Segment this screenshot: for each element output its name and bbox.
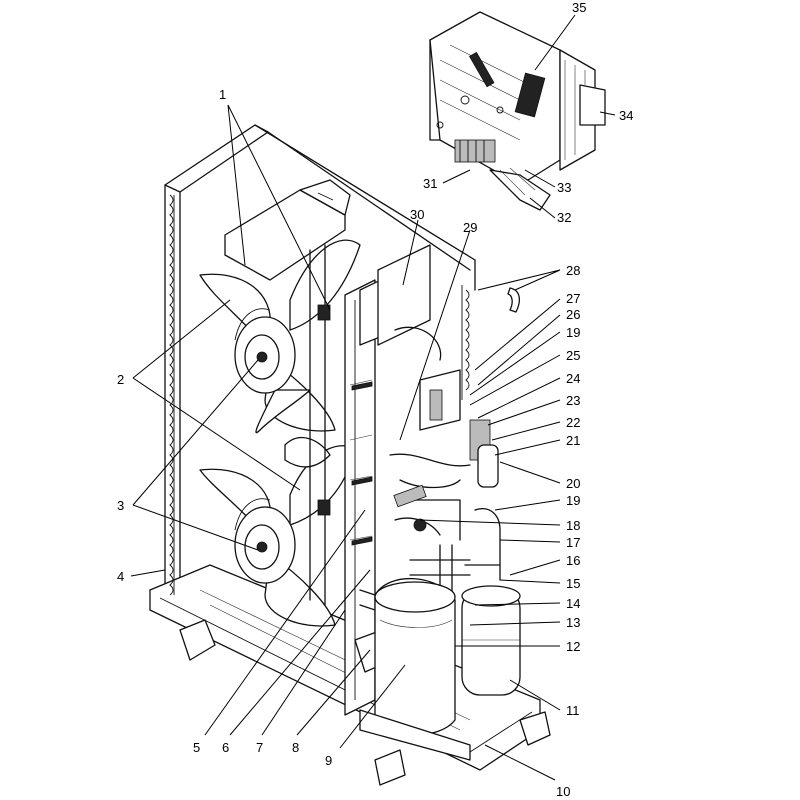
callout-10: 10 [556, 784, 570, 799]
terminal-block [454, 139, 496, 163]
callout-7: 7 [256, 740, 263, 755]
fan-motor-lower [317, 499, 331, 516]
small-hose-part [507, 287, 521, 313]
callout-2: 2 [117, 372, 124, 387]
callout-15: 15 [566, 576, 580, 591]
callout-31: 31 [423, 176, 437, 191]
callout-8: 8 [292, 740, 299, 755]
control-box-assembly [429, 11, 606, 211]
transformer-block [514, 72, 546, 118]
callout-12: 12 [566, 639, 580, 654]
callout-9: 9 [325, 753, 332, 768]
callout-14: 14 [566, 596, 580, 611]
callout-27: 27 [566, 291, 580, 306]
refrigerant-piping [359, 244, 501, 640]
callout-labels: 1 2 3 4 5 6 7 8 9 10 11 12 13 14 15 16 1… [117, 0, 633, 799]
callout-3: 3 [117, 498, 124, 513]
callout-19-lower: 19 [566, 493, 580, 508]
callout-20: 20 [566, 476, 580, 491]
foot-front [374, 749, 406, 786]
callout-35: 35 [572, 0, 586, 15]
callout-1: 1 [219, 87, 226, 102]
condenser-coil [169, 194, 470, 596]
callout-29: 29 [463, 220, 477, 235]
foot-right [519, 711, 551, 746]
foot-left [179, 619, 216, 661]
callout-25: 25 [566, 348, 580, 363]
callout-28: 28 [566, 263, 580, 278]
accumulator [461, 585, 521, 696]
callout-13: 13 [566, 615, 580, 630]
callout-22: 22 [566, 415, 580, 430]
callout-16: 16 [566, 553, 580, 568]
callout-21: 21 [566, 433, 580, 448]
callout-26: 26 [566, 307, 580, 322]
callout-17: 17 [566, 535, 580, 550]
callout-34: 34 [619, 108, 633, 123]
callout-30: 30 [410, 207, 424, 222]
lower-fan-propeller [199, 436, 356, 627]
callout-5: 5 [193, 740, 200, 755]
accumulator-small [477, 444, 499, 488]
callout-19-upper: 19 [566, 325, 580, 340]
callout-4: 4 [117, 569, 124, 584]
callout-32: 32 [557, 210, 571, 225]
callout-33: 33 [557, 180, 571, 195]
callout-11: 11 [566, 703, 580, 718]
callout-23: 23 [566, 393, 580, 408]
callout-6: 6 [222, 740, 229, 755]
callout-24: 24 [566, 371, 580, 386]
fan-motor-upper [317, 304, 331, 321]
compressor [359, 577, 471, 761]
callout-18: 18 [566, 518, 580, 533]
leader-lines [130, 14, 616, 781]
